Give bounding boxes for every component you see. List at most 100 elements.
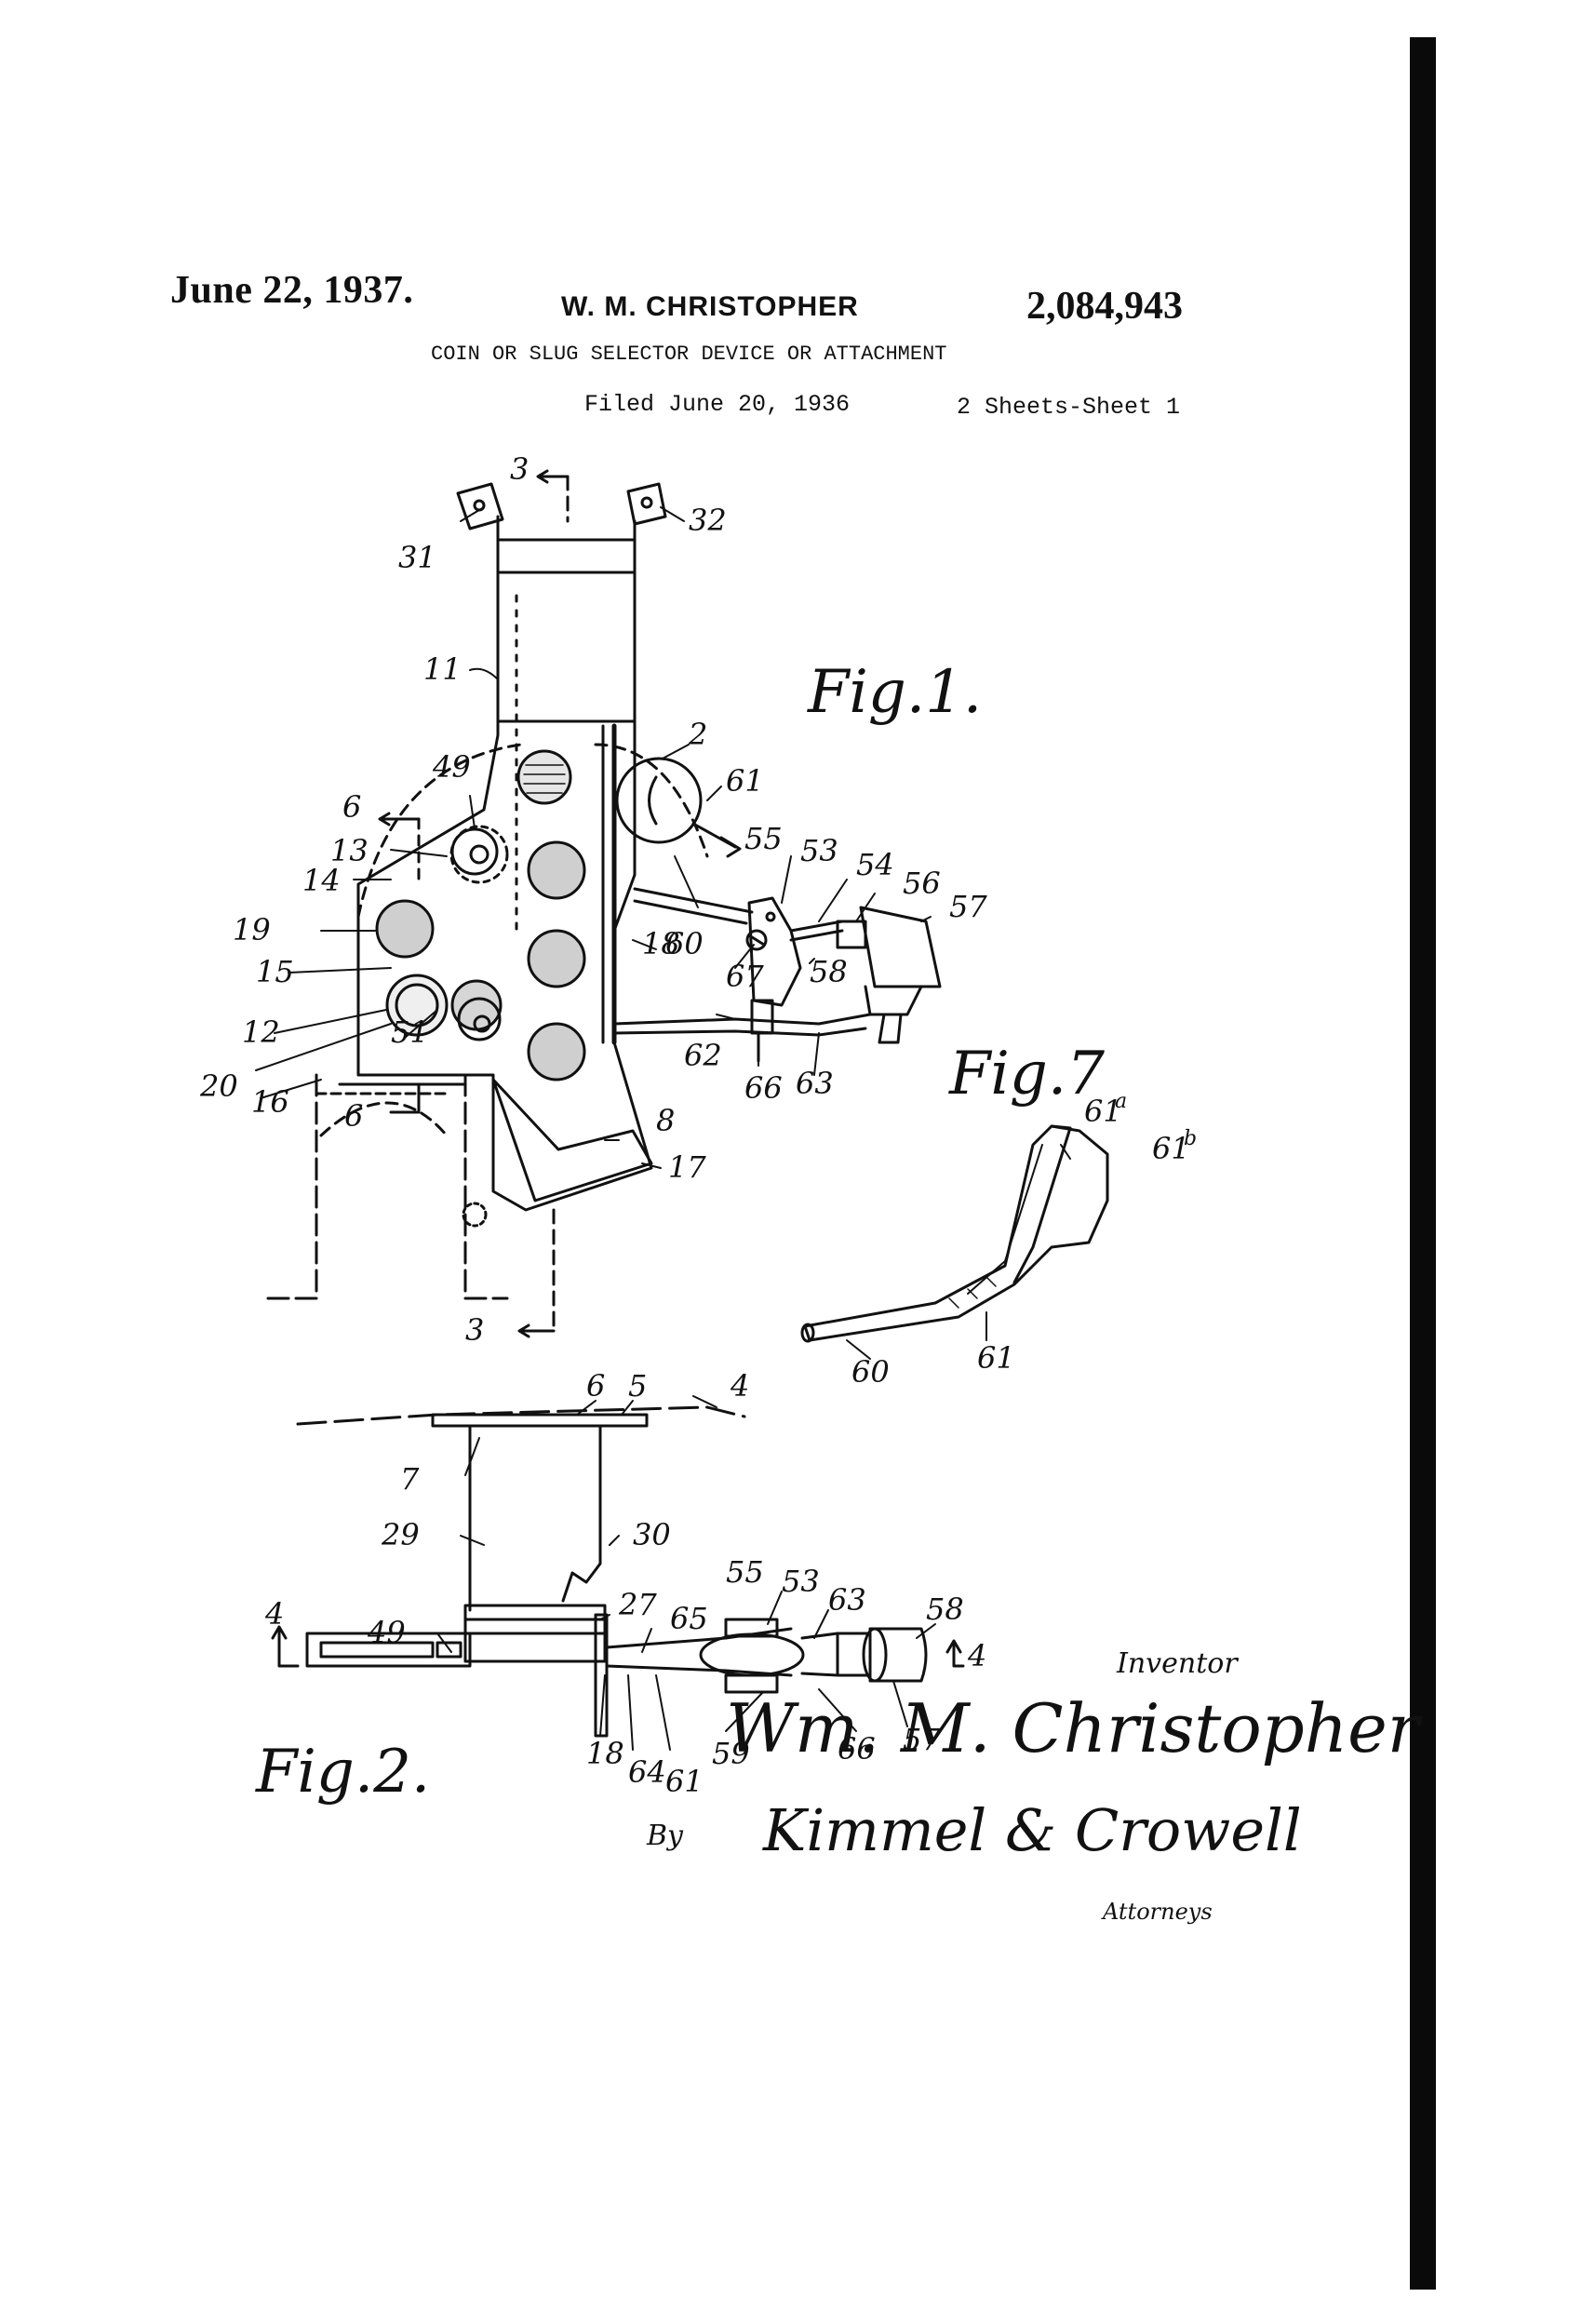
- ref-2: 2: [688, 717, 707, 752]
- nut-66: [750, 999, 774, 1035]
- sheet-count: 2 Sheets-Sheet 1: [957, 394, 1181, 421]
- rod-60-end: [800, 1323, 815, 1343]
- section-arrowhead-6-top: [378, 812, 391, 826]
- ref-3-top: 3: [510, 451, 529, 487]
- ref-60: 60: [665, 926, 704, 961]
- section-arrowhead-3-top: [536, 469, 549, 484]
- ref-61b: 61: [1152, 1131, 1190, 1166]
- fig7-drawing: [800, 1124, 1109, 1343]
- attorney-signature: Kimmel & Crowell: [763, 1796, 1302, 1864]
- ref-61-fig2: 61: [665, 1764, 704, 1799]
- housing-57-face: [862, 1627, 888, 1683]
- ref-60-fig7: 60: [851, 1354, 890, 1390]
- ref-4-fig2: 4: [730, 1368, 749, 1404]
- ref-4-left: 4: [264, 1596, 284, 1632]
- ref-64: 64: [628, 1754, 666, 1790]
- ref-30: 30: [633, 1517, 671, 1552]
- fig7-label: Fig.7: [948, 1040, 1105, 1108]
- ref-57-fig2: 57: [903, 1722, 941, 1757]
- filed-date: Filed June 20, 1936: [584, 391, 851, 418]
- by-label: By: [647, 1820, 683, 1852]
- ref-59: 59: [712, 1736, 750, 1771]
- coin-openings: [375, 749, 586, 1081]
- slide-49-slot: [319, 1641, 435, 1659]
- ref-61a-sup: a: [1115, 1090, 1127, 1113]
- section-arrowhead-3-bottom: [517, 1323, 530, 1338]
- bracket-pivot: [745, 929, 768, 951]
- bolt-head: [462, 1202, 488, 1228]
- mounting-tab-32: [626, 482, 667, 526]
- ref-32: 32: [689, 503, 727, 538]
- clamp-53-top: [724, 1618, 779, 1638]
- lever-hatch: [948, 1276, 997, 1309]
- patent-title: COIN OR SLUG SELECTOR DEVICE OR ATTACHME…: [431, 343, 947, 366]
- ref-19: 19: [233, 912, 271, 947]
- ref-49: 49: [432, 749, 471, 785]
- ref-58-fig2: 58: [926, 1592, 964, 1627]
- ref-63: 63: [796, 1066, 834, 1101]
- rod-56-b: [789, 929, 844, 942]
- section-arrowhead-4-left: [271, 1625, 288, 1640]
- ref-17: 17: [668, 1149, 706, 1185]
- ref-49-fig2: 49: [367, 1615, 406, 1650]
- patent-date: June 22, 1937.: [170, 269, 414, 312]
- bracket-hole: [765, 911, 776, 922]
- ref-12: 12: [242, 1014, 280, 1050]
- bracket-arch: [319, 1101, 449, 1137]
- section-line-4-left: [277, 1627, 300, 1668]
- housing-57-stem: [878, 1013, 903, 1044]
- ref-58: 58: [810, 954, 848, 989]
- ref-20: 20: [199, 1068, 238, 1104]
- bracket-16-left: [263, 1073, 318, 1300]
- ref-67: 67: [726, 959, 764, 994]
- slide-49-block: [436, 1641, 463, 1659]
- ref-3-bottom: 3: [465, 1312, 484, 1348]
- pivot-slot: [747, 934, 766, 947]
- ref-65: 65: [670, 1601, 708, 1636]
- ref-54: 54: [856, 847, 894, 882]
- ref-55-fig2: 55: [726, 1554, 764, 1590]
- rod-55-top: [633, 887, 754, 914]
- ref-5-fig2: 5: [628, 1368, 647, 1404]
- ref-53: 53: [800, 833, 838, 868]
- ref-61a: 61: [1084, 1094, 1122, 1129]
- lever-edge-61a: [1012, 1124, 1072, 1284]
- fig1-drawing: [263, 469, 942, 1338]
- ref-62: 62: [684, 1038, 722, 1073]
- ref-63-fig2: 63: [828, 1582, 866, 1618]
- clamp-53: [699, 1632, 805, 1677]
- flange-7: [431, 1413, 649, 1428]
- ref-55: 55: [744, 821, 783, 856]
- ref-4-right: 4: [967, 1638, 986, 1673]
- deflector-17: [491, 1078, 653, 1202]
- fig1-label: Fig.1.: [807, 658, 982, 727]
- selector-knob-2: [615, 757, 703, 844]
- ref-18-fig2: 18: [586, 1736, 624, 1771]
- ref-57: 57: [949, 889, 987, 924]
- knob-detail: [648, 775, 658, 826]
- ref-61b-sup: b: [1184, 1127, 1197, 1150]
- fitting-58: [836, 920, 867, 949]
- ref-31: 31: [398, 540, 436, 575]
- rod-62-b: [612, 1027, 867, 1037]
- ref-66-fig2: 66: [838, 1731, 876, 1767]
- inventor-label: Inventor: [1117, 1647, 1238, 1680]
- section-arrowhead-4-right: [945, 1639, 962, 1654]
- chute-body: [356, 515, 653, 1212]
- ref-66: 66: [744, 1070, 783, 1106]
- bracket-16-right: [463, 1073, 509, 1300]
- inventor-signature: Wm. M. Christopher: [726, 1689, 1420, 1767]
- ref-61: 61: [726, 763, 764, 799]
- ref-53-fig2: 53: [782, 1564, 820, 1599]
- fig2-ref-labels: 6 5 4 7 29 30 55 53 27 65 63 58 4 49 4 1…: [264, 1368, 986, 1799]
- scan-edge-bar: [1410, 37, 1436, 2290]
- ref-6-bottom: 6: [344, 1098, 363, 1134]
- ref-18: 18: [642, 926, 680, 961]
- ref-13: 13: [330, 833, 369, 868]
- ref-15: 15: [256, 954, 294, 989]
- housing-57: [859, 906, 942, 988]
- fitting-63: [800, 1632, 839, 1677]
- patent-number: 2,084,943: [1026, 285, 1183, 328]
- ref-11: 11: [423, 652, 462, 687]
- arm-61-arrow: [719, 836, 742, 858]
